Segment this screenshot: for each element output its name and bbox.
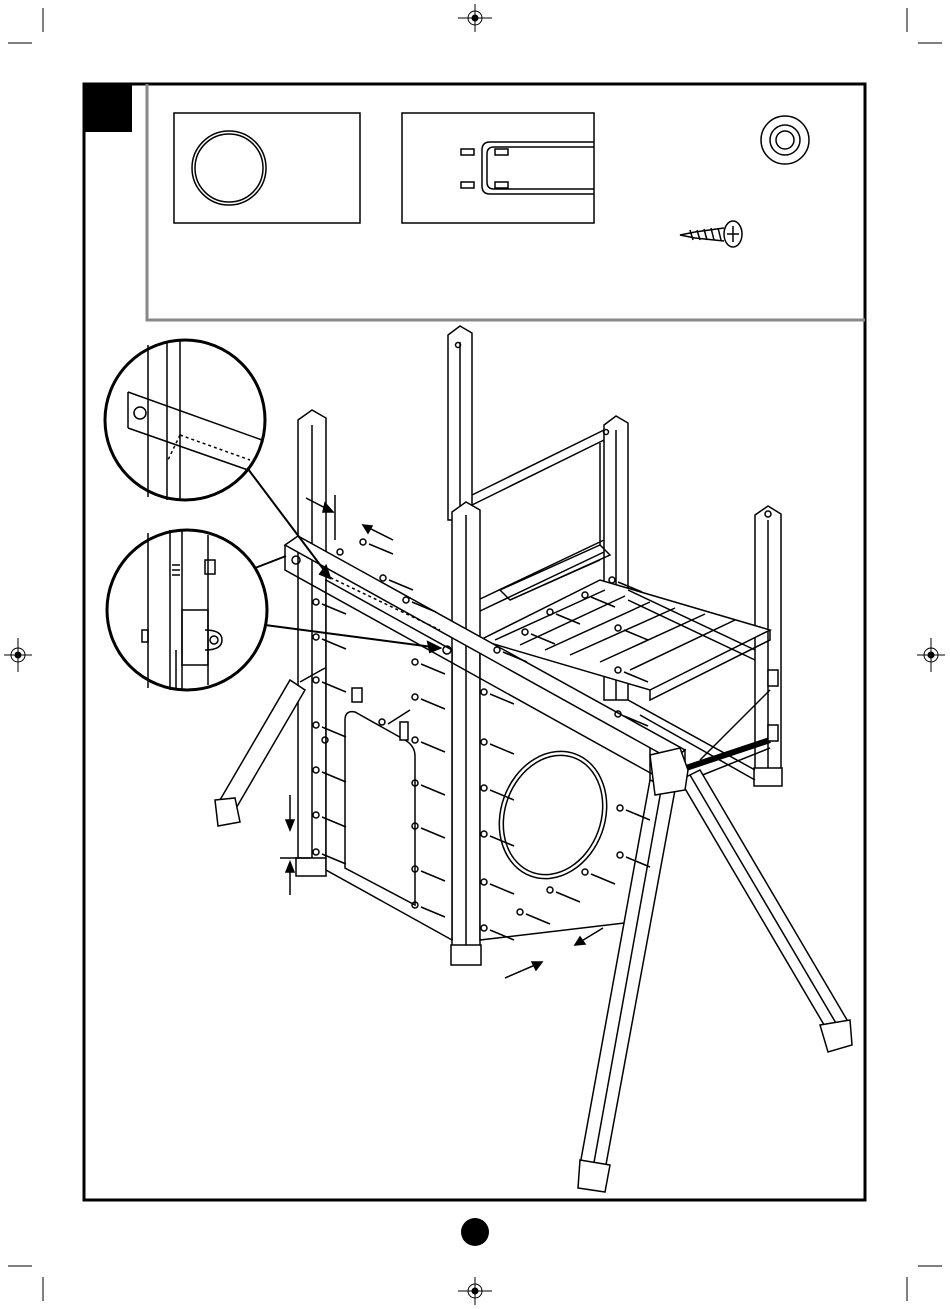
a-frame-bracket [650, 748, 688, 795]
front-left-post [296, 410, 326, 876]
front-panel [326, 580, 452, 940]
detail-callout-top [105, 340, 265, 500]
parts-panel [147, 84, 865, 320]
swing-leg-right [680, 770, 852, 1052]
washer [761, 116, 809, 164]
swing-leg-left-rear [215, 680, 305, 826]
rear-left-post [448, 326, 472, 520]
front-middle-post [451, 502, 481, 965]
registration-mark-right [917, 638, 945, 672]
registration-mark-top [458, 4, 492, 32]
screw [680, 221, 742, 247]
round-panel-cutout [174, 113, 360, 223]
playhouse-frame-drawing [215, 326, 852, 1192]
step-badge [84, 84, 132, 132]
page-number-badge [461, 1218, 489, 1246]
bracket-part [402, 113, 594, 223]
registration-mark-bottom [458, 1277, 492, 1305]
detail-callout-bottom [107, 530, 267, 690]
registration-mark-left [4, 638, 32, 672]
